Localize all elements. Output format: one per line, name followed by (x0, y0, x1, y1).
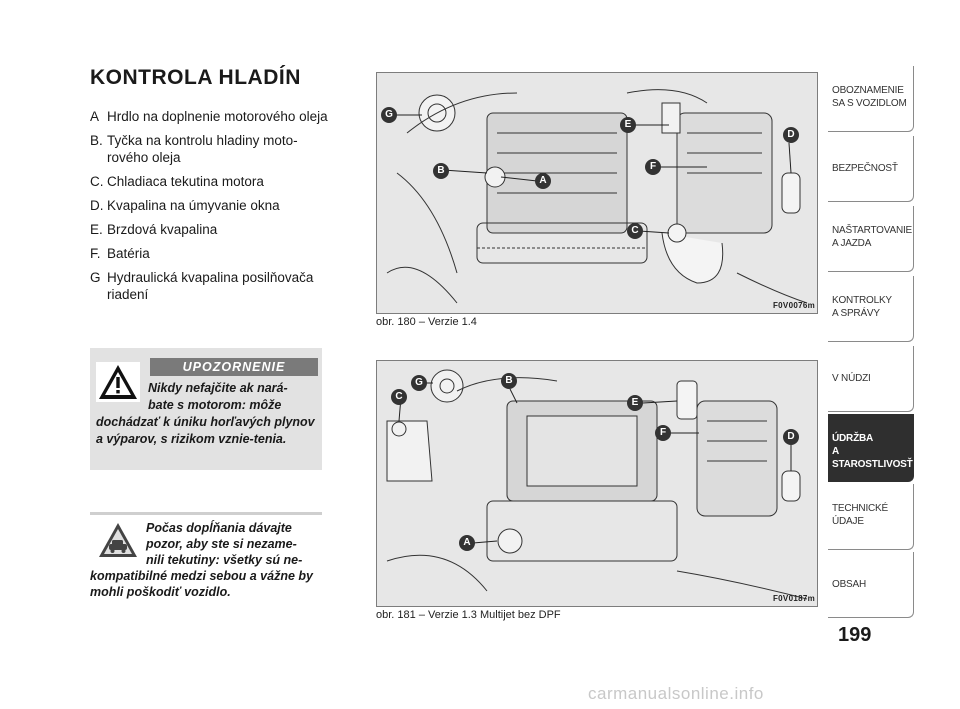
legend-list: A Hrdlo na doplnenie motorového oleja B.… (90, 108, 330, 310)
tab-technicke-udaje[interactable]: TECHNICKÉ ÚDAJE (828, 484, 914, 550)
legend-text: Chladiaca tekutina motora (107, 174, 264, 189)
caution-line-3: nili tekutiny: všetky sú ne- (146, 553, 303, 567)
tab-label-2: A JAZDA (832, 238, 872, 249)
legend-item-e: E. Brzdová kvapalina (90, 221, 330, 238)
legend-text: Hydraulická kvapalina posilňovača riaden… (107, 270, 314, 302)
tab-label-1: TECHNICKÉ (832, 503, 888, 514)
callout-d: D (783, 429, 799, 445)
caution-line-2: pozor, aby ste si nezame- (146, 537, 297, 551)
callout-e: E (620, 117, 636, 133)
caution-divider (90, 512, 322, 515)
figure-caption: obr. 180 – Verzie 1.4 (376, 316, 477, 328)
tab-label-1: BEZPEČNOSŤ (832, 163, 898, 174)
tab-nastartovanie[interactable]: NAŠTARTOVANIE A JAZDA (828, 206, 914, 272)
legend-key: A (90, 109, 100, 124)
tab-label-1: OBOZNAMENIE (832, 85, 904, 96)
warning-line-1: Nikdy nefajčite ak nará- (148, 381, 288, 395)
legend-text: Hrdlo na doplnenie motorového oleja (107, 109, 328, 124)
legend-key: B. (90, 133, 103, 148)
legend-key: F. (90, 246, 101, 261)
legend-item-b: B. Tyčka na kontrolu hladiny moto-rového… (90, 132, 330, 166)
warning-line-rest: dochádzať k úniku horľavých plynov a výp… (96, 415, 315, 446)
tab-label-2: A STAROSTLIVOSŤ (832, 446, 913, 470)
callout-f: F (655, 425, 671, 441)
legend-key: G (90, 270, 101, 285)
callout-d: D (783, 127, 799, 143)
engine-figure-180: G B A E F C D F0V0076m (376, 72, 818, 314)
warning-line-2: bate s motorom: môže (148, 398, 282, 412)
page-title: KONTROLA HLADÍN (90, 66, 301, 89)
legend-text: Kvapalina na úmyvanie okna (107, 198, 280, 213)
legend-item-g: G Hydraulická kvapalina posilňovača riad… (90, 269, 330, 303)
callout-g: G (381, 107, 397, 123)
car-caution-icon (99, 523, 137, 557)
tab-kontrolky[interactable]: KONTROLKY A SPRÁVY (828, 276, 914, 342)
callout-a: A (535, 173, 551, 189)
figure-code: F0V0076m (773, 301, 815, 310)
legend-key: C. (90, 174, 104, 189)
figure-code: F0V0187m (773, 594, 815, 603)
legend-item-f: F. Batéria (90, 245, 330, 262)
tab-udrzba[interactable]: ÚDRŽBA A STAROSTLIVOSŤ (828, 414, 914, 482)
legend-key: D. (90, 198, 104, 213)
engine-figure-181: G C B E F A D F0V0187m (376, 360, 818, 607)
tab-label-2: A SPRÁVY (832, 308, 880, 319)
callout-c: C (391, 389, 407, 405)
warning-triangle-icon (96, 362, 140, 402)
page-number: 199 (838, 624, 872, 646)
watermark: carmanualsonline.info (588, 684, 764, 703)
caution-line-rest: kompatibilné medzi sebou a vážne by mohl… (90, 569, 313, 599)
callout-b: B (501, 373, 517, 389)
tab-label-1: ÚDRŽBA (832, 433, 874, 444)
tab-bezpecnost[interactable]: BEZPEČNOSŤ (828, 136, 914, 202)
tab-label-1: OBSAH (832, 579, 867, 590)
caution-text: Počas dopĺňania dávajte pozor, aby ste s… (90, 520, 322, 600)
tab-obsah[interactable]: OBSAH (828, 552, 914, 618)
engine-drawing-2 (377, 361, 817, 606)
tab-oboznamenie[interactable]: OBOZNAMENIE SA S VOZIDLOM (828, 66, 914, 132)
engine-drawing-1 (377, 73, 817, 313)
callout-c: C (627, 223, 643, 239)
legend-item-c: C. Chladiaca tekutina motora (90, 173, 330, 190)
callout-g: G (411, 375, 427, 391)
legend-text: Batéria (107, 246, 150, 261)
tab-v-nudzi[interactable]: V NÚDZI (828, 346, 914, 412)
figure-caption: obr. 181 – Verzie 1.3 Multijet bez DPF (376, 609, 561, 621)
tab-label-1: NAŠTARTOVANIE (832, 225, 913, 236)
legend-item-a: A Hrdlo na doplnenie motorového oleja (90, 108, 330, 125)
callout-a: A (459, 535, 475, 551)
callout-f: F (645, 159, 661, 175)
callout-b: B (433, 163, 449, 179)
warning-header: UPOZORNENIE (150, 358, 318, 376)
legend-item-d: D. Kvapalina na úmyvanie okna (90, 197, 330, 214)
warning-text: Nikdy nefajčite ak nará- bate s motorom:… (96, 380, 320, 448)
tab-label-1: KONTROLKY (832, 295, 892, 306)
tab-label-1: V NÚDZI (832, 373, 871, 384)
caution-line-1: Počas dopĺňania dávajte (146, 521, 292, 535)
legend-text: Brzdová kvapalina (107, 222, 218, 237)
legend-text: Tyčka na kontrolu hladiny moto-rového ol… (107, 133, 298, 165)
callout-e: E (627, 395, 643, 411)
tab-label-2: SA S VOZIDLOM (832, 98, 907, 109)
legend-key: E. (90, 222, 103, 237)
tab-label-2: ÚDAJE (832, 516, 864, 527)
